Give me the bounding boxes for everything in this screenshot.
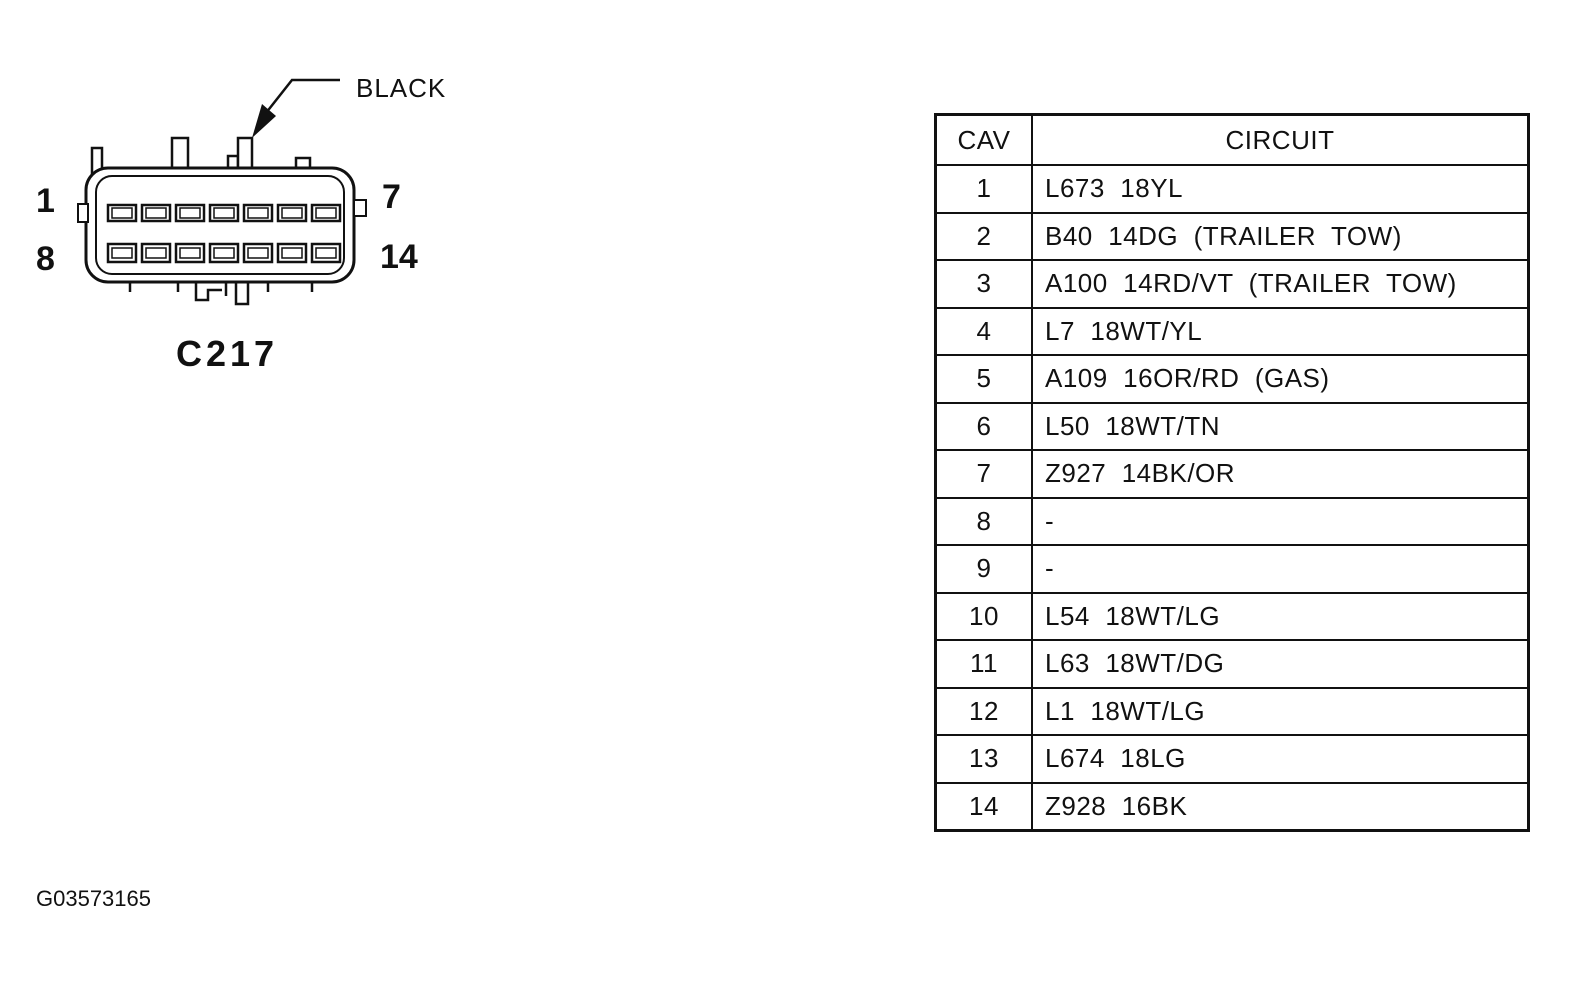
table-row: 8- <box>934 496 1530 546</box>
pin-label-1: 1 <box>36 182 55 220</box>
connector-bottom-terminals <box>128 282 314 306</box>
circuit-cell: A100 14RD/VT (TRAILER TOW) <box>1031 259 1530 309</box>
cav-cell: 10 <box>934 591 1033 641</box>
circuit-cell: L50 18WT/TN <box>1031 401 1530 451</box>
connector-id-label: C217 <box>176 333 278 374</box>
pin-label-7: 7 <box>382 178 401 216</box>
color-leader-arrow <box>261 78 340 119</box>
cav-cell: 11 <box>934 639 1033 689</box>
connector-inner-face <box>95 175 345 275</box>
cav-cell: 8 <box>934 496 1033 546</box>
figure-id: G03573165 <box>36 886 151 911</box>
circuit-cell: L7 18WT/YL <box>1031 306 1530 356</box>
circuit-cell: - <box>1031 544 1530 594</box>
arrowhead-icon <box>252 104 276 138</box>
connector-diagram: BLACK <box>36 73 446 374</box>
cavity-row-bottom-inner <box>111 247 337 259</box>
cav-cell: 6 <box>934 401 1033 451</box>
circuit-cell: A109 16OR/RD (GAS) <box>1031 354 1530 404</box>
pin-label-14: 14 <box>380 238 418 276</box>
cav-cell: 1 <box>934 164 1033 214</box>
cavity-row-top-inner <box>111 207 337 219</box>
cav-cell: 2 <box>934 211 1033 261</box>
circuit-cell: L1 18WT/LG <box>1031 686 1530 736</box>
cavity-row-top <box>106 203 342 223</box>
cav-cell: 5 <box>934 354 1033 404</box>
connector-body <box>84 166 356 284</box>
cav-cell: 12 <box>934 686 1033 736</box>
connector-color-label: BLACK <box>356 73 446 103</box>
connector-left-ear <box>77 203 89 223</box>
table-row: 9- <box>934 544 1530 594</box>
cav-cell: 4 <box>934 306 1033 356</box>
circuit-cell: Z928 16BK <box>1031 781 1530 832</box>
cav-cell: 14 <box>934 781 1033 832</box>
circuit-cell: L54 18WT/LG <box>1031 591 1530 641</box>
pin-label-8: 8 <box>36 240 55 278</box>
cavity-row-bottom <box>106 242 342 264</box>
cav-cell: 13 <box>934 734 1033 784</box>
circuit-cell: L674 18LG <box>1031 734 1530 784</box>
cav-cell: 9 <box>934 544 1033 594</box>
connector-top-tabs <box>90 136 312 178</box>
circuit-cell: Z927 14BK/OR <box>1031 449 1530 499</box>
cav-cell: 3 <box>934 259 1033 309</box>
connector-right-ear <box>353 199 367 217</box>
circuit-cell: B40 14DG (TRAILER TOW) <box>1031 211 1530 261</box>
circuit-cell: L63 18WT/DG <box>1031 639 1530 689</box>
circuit-cell: L673 18YL <box>1031 164 1530 214</box>
cav-cell: 7 <box>934 449 1033 499</box>
column-header-cav: CAV <box>934 113 1033 166</box>
table-header-row: CAV CIRCUIT <box>934 113 1530 166</box>
circuit-cell: - <box>1031 496 1530 546</box>
column-header-circuit: CIRCUIT <box>1031 113 1530 166</box>
